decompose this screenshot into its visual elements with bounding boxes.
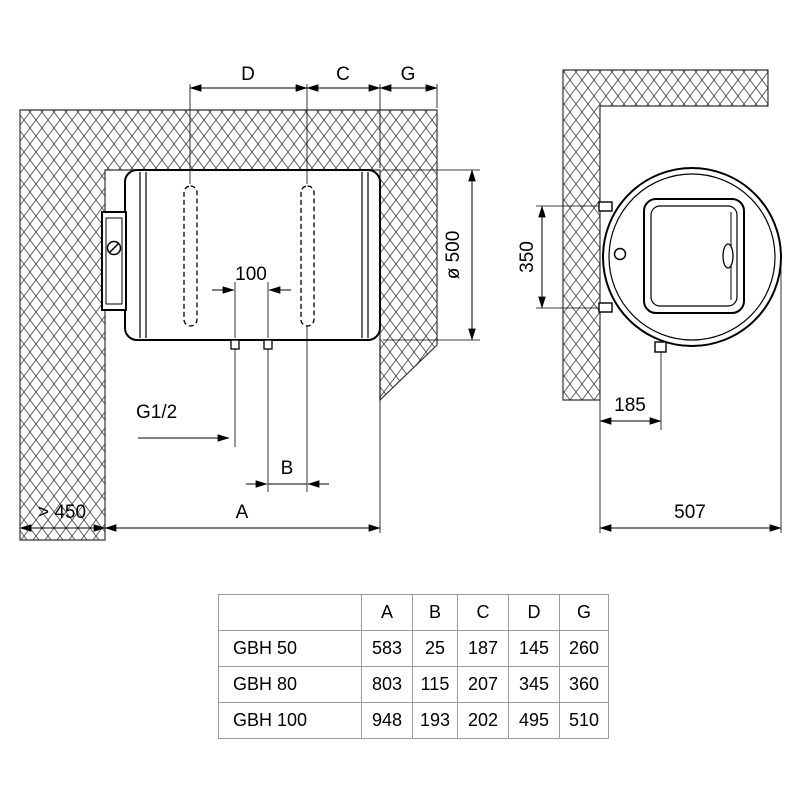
tank-body [124, 169, 381, 341]
wall-hatch-front [19, 109, 438, 541]
value-cell: 510 [559, 702, 609, 739]
dim-label-c: C [336, 64, 350, 85]
table-row-gbh100: GBH 100 948 193 202 495 510 [218, 702, 609, 739]
control-panel-inner [650, 205, 738, 307]
col-header-b: B [412, 594, 458, 631]
table-row-gbh50: GBH 50 583 25 187 145 260 [218, 630, 609, 667]
outlet-fitting [654, 341, 667, 353]
wall-hatch-side [562, 69, 769, 401]
dim-label-100: 100 [235, 264, 267, 285]
value-cell: 207 [457, 666, 509, 703]
value-cell: 495 [508, 702, 560, 739]
thread-label: G1/2 [136, 402, 177, 423]
control-panel [643, 198, 745, 314]
tank-end-inner [608, 173, 776, 341]
mounting-bracket-inner [105, 217, 123, 305]
dim-label-a: A [236, 502, 249, 523]
value-cell: 948 [361, 702, 413, 739]
value-cell: 583 [361, 630, 413, 667]
col-header-d: D [508, 594, 560, 631]
mounting-strap-right [300, 185, 315, 327]
col-header-g: G [559, 594, 609, 631]
value-cell: 260 [559, 630, 609, 667]
model-name: GBH 50 [218, 630, 362, 667]
screw-slot-icon [108, 242, 120, 254]
value-cell: 360 [559, 666, 609, 703]
table-row-gbh80: GBH 80 803 115 207 345 360 [218, 666, 609, 703]
table-corner-cell [218, 594, 362, 631]
pipe-right [263, 339, 273, 350]
bracket-tab-top [598, 201, 613, 212]
value-cell: 202 [457, 702, 509, 739]
dim-label-507: 507 [674, 502, 706, 523]
thermostat-knob-icon [722, 243, 734, 269]
indicator-light-icon [613, 247, 627, 261]
dim-label-185: 185 [614, 395, 646, 416]
value-cell: 193 [412, 702, 458, 739]
dim-label-b: B [281, 458, 294, 479]
value-cell: 145 [508, 630, 560, 667]
value-cell: 25 [412, 630, 458, 667]
table-header-row: A B C D G [218, 594, 609, 631]
dim-label-d: D [241, 64, 255, 85]
value-cell: 345 [508, 666, 560, 703]
bracket-tab-bottom [598, 302, 613, 313]
value-cell: 115 [412, 666, 458, 703]
mounting-strap-left [183, 185, 198, 327]
drawing-canvas: D C G ø 500 100 G1/2 B > 450 A 350 [19, 64, 782, 541]
col-header-a: A [361, 594, 413, 631]
dimension-table: A B C D G GBH 50 583 25 187 145 260 GBH … [218, 594, 609, 739]
dim-label-350: 350 [517, 241, 538, 273]
value-cell: 803 [361, 666, 413, 703]
dim-label-450: > 450 [38, 502, 86, 523]
dim-label-g: G [401, 64, 416, 85]
dim-label-diameter: ø 500 [443, 231, 464, 280]
col-header-c: C [457, 594, 509, 631]
value-cell: 187 [457, 630, 509, 667]
pipe-left [230, 339, 240, 350]
model-name: GBH 80 [218, 666, 362, 703]
model-name: GBH 100 [218, 702, 362, 739]
